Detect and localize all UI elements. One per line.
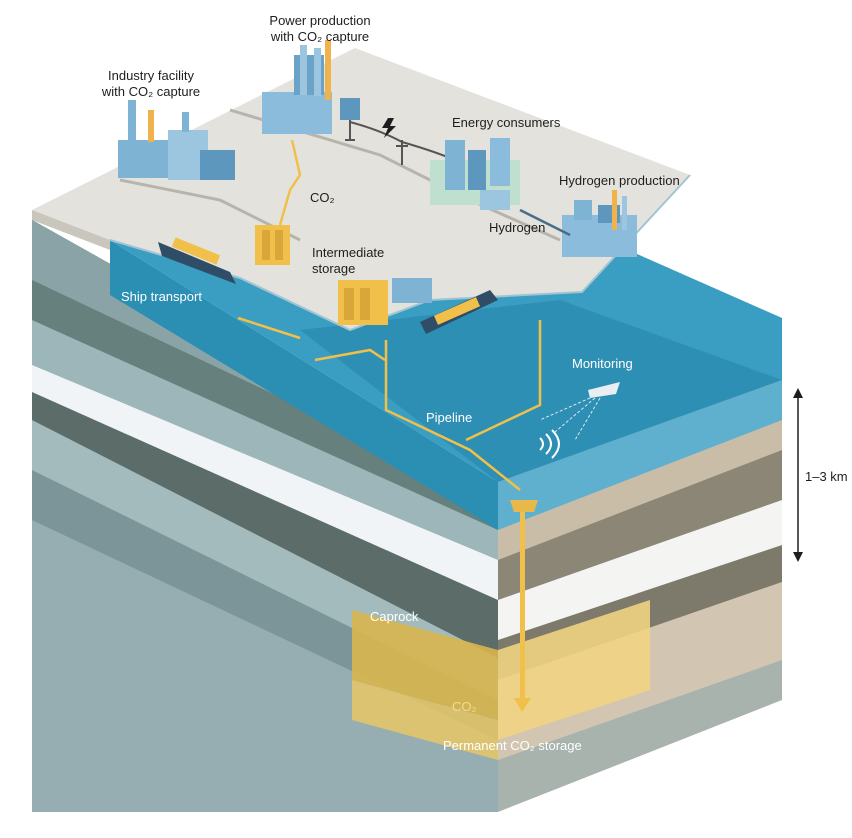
- power-plant: [262, 40, 360, 134]
- intermediate-line-1: Intermediate: [312, 245, 385, 260]
- industry-facility: [118, 100, 235, 180]
- label-caprock: Caprock: [370, 609, 419, 624]
- sonar-icon: [539, 429, 560, 459]
- co2-lines: [237, 139, 571, 491]
- reservoir-zone-right: [498, 600, 650, 740]
- ground-edge: [32, 210, 110, 250]
- label-industry-facility: Industry facility with CO₂ capture: [95, 68, 207, 100]
- monitoring-vessel: [539, 382, 620, 441]
- ship-1: [158, 237, 236, 284]
- ship-2: [420, 290, 498, 334]
- label-power-production: Power production with CO₂ capture: [255, 13, 385, 45]
- ship-route-2: [314, 348, 386, 362]
- pipeline-hydrogen: [465, 320, 542, 442]
- label-pipeline: Pipeline: [426, 410, 473, 425]
- ship-route: [237, 316, 301, 340]
- hydrogen-plant: [562, 190, 637, 257]
- label-hydrogen-production: Hydrogen production: [559, 173, 680, 188]
- well-arrow: [514, 698, 531, 712]
- industry-line-1: Industry facility: [108, 68, 194, 83]
- sea-front-face: [110, 240, 498, 530]
- intermediate-storage-tanks: [338, 278, 432, 325]
- pipeline-seafloor: [384, 340, 521, 491]
- caprock-zone: [352, 610, 498, 720]
- injection-well: [520, 505, 525, 700]
- label-intermediate-storage: Intermediate storage: [312, 245, 384, 277]
- reservoir-zone-front: [352, 680, 498, 760]
- power-line-1: Power production: [269, 13, 371, 28]
- lightning-icon: [382, 118, 396, 138]
- label-monitoring: Monitoring: [572, 356, 633, 371]
- hydrogen-pipe: [519, 208, 571, 237]
- subsea-template: [510, 500, 538, 512]
- energy-consumers-city: [430, 138, 520, 210]
- industry-line-2: with CO₂ capture: [101, 84, 201, 99]
- power-line-2: with CO₂ capture: [270, 29, 370, 44]
- label-permanent-storage: Permanent CO₂ storage: [443, 738, 582, 753]
- label-depth: 1–3 km: [805, 469, 848, 484]
- harbour-storage-tanks: [255, 225, 290, 265]
- intermediate-line-2: storage: [312, 261, 356, 276]
- label-co2-pipe: CO₂: [310, 190, 335, 205]
- label-hydrogen: Hydrogen: [489, 220, 546, 235]
- power-grid: [345, 120, 451, 165]
- label-co2-reservoir: CO₂: [452, 699, 477, 714]
- label-energy-consumers: Energy consumers: [452, 115, 561, 130]
- co2-pipe-land: [278, 139, 302, 226]
- sea-right-face: [498, 380, 782, 530]
- label-ship-transport: Ship transport: [121, 289, 202, 304]
- depth-arrow: [793, 388, 803, 562]
